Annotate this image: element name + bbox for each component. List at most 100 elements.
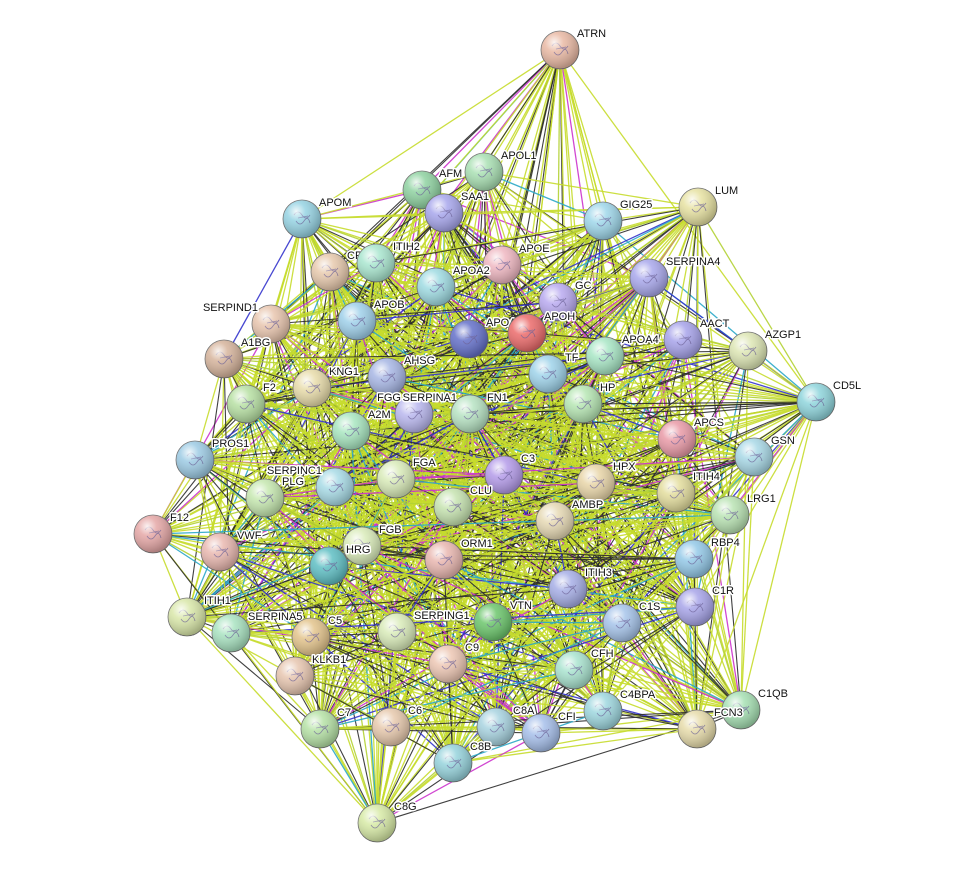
node-a2m[interactable]: A2M: [331, 408, 392, 451]
node-label: FGG: [377, 392, 401, 404]
node-itih4[interactable]: ITIH4: [656, 470, 721, 513]
node-azgp1[interactable]: AZGP1: [728, 328, 803, 371]
node-f12[interactable]: F12: [133, 511, 190, 554]
node-serpinc1[interactable]: SERPINC1: [265, 464, 355, 507]
edge-APOE-AACT: [501, 264, 684, 341]
node-gloss: [657, 474, 695, 512]
node-apol1[interactable]: APOL1: [464, 149, 538, 192]
node-c8b[interactable]: C8B: [433, 740, 493, 783]
edge-APOM-LUM: [301, 206, 699, 220]
node-vwf[interactable]: VWF: [200, 529, 263, 572]
node-label: C1QB: [758, 688, 788, 700]
node-fgb[interactable]: FGB: [342, 523, 403, 566]
edge-KLKB1-C4BPA: [294, 675, 604, 712]
edge-KLKB1-C8G: [294, 675, 378, 824]
node-clu[interactable]: CLU: [433, 484, 494, 527]
node-itih2[interactable]: ITIH2: [356, 240, 421, 283]
node-c6[interactable]: C6: [371, 704, 424, 747]
node-apom[interactable]: APOM: [282, 196, 353, 239]
node-fgg[interactable]: FGG: [376, 391, 434, 434]
node-orm1[interactable]: ORM1: [424, 537, 494, 580]
edge-TF-CD5L: [547, 373, 817, 403]
node-pros1[interactable]: PROS1: [175, 437, 251, 480]
node-c7[interactable]: C7: [300, 706, 353, 749]
node-gloss: [508, 314, 546, 352]
node-serpina5[interactable]: SERPINA5: [211, 610, 304, 653]
edge-FGB-C1QB: [361, 545, 742, 711]
edge-FGB-CFI: [361, 545, 542, 734]
node-cfi[interactable]: CFI: [521, 710, 577, 753]
edge-APOE-SERPINA4: [501, 264, 650, 279]
node-cd5l[interactable]: CD5L: [796, 379, 863, 422]
node-atrn[interactable]: ATRN: [540, 27, 608, 70]
node-gig25[interactable]: GIG25: [583, 198, 654, 241]
node-label: A1BG: [241, 337, 270, 349]
edge-AMBP-VWF: [219, 520, 556, 553]
node-klkb1[interactable]: KLKB1: [275, 653, 348, 696]
node-cfh[interactable]: CFH: [554, 647, 615, 690]
node-apoh[interactable]: APOH: [507, 310, 577, 353]
node-kng1[interactable]: KNG1: [292, 365, 360, 408]
node-ahsg[interactable]: AHSG: [367, 354, 437, 397]
node-c8g[interactable]: C8G: [357, 800, 418, 843]
node-c1r[interactable]: C1R: [675, 584, 736, 627]
node-f2[interactable]: F2: [226, 381, 277, 424]
node-gsn[interactable]: GSN: [734, 434, 796, 477]
node-itih1[interactable]: ITIH1: [167, 594, 232, 637]
node-hp[interactable]: HP: [563, 381, 617, 424]
node-c5[interactable]: C5: [291, 614, 344, 657]
node-rbp4[interactable]: RBP4: [674, 536, 741, 579]
node-label: AHSG: [404, 355, 435, 367]
node-aact[interactable]: AACT: [663, 317, 731, 360]
node-plg[interactable]: PLG: [245, 475, 306, 518]
node-serpind1[interactable]: SERPIND1: [201, 301, 291, 344]
node-a1bg[interactable]: A1BG: [204, 336, 272, 379]
node-c1qb[interactable]: C1QB: [721, 687, 789, 730]
node-apob[interactable]: APOB: [337, 298, 406, 341]
node-c8a[interactable]: C8A: [476, 704, 537, 747]
node-ambp[interactable]: AMBP: [535, 498, 605, 541]
node-itih3[interactable]: ITIH3: [548, 566, 613, 609]
node-lum[interactable]: LUM: [678, 184, 740, 227]
node-lrg1[interactable]: LRG1: [710, 492, 777, 535]
node-hpx[interactable]: HPX: [576, 460, 638, 503]
node-apcs[interactable]: APCS: [657, 416, 725, 459]
node-fn1[interactable]: FN1: [450, 391, 509, 434]
edge-SAA1-CD5L: [443, 212, 817, 403]
node-fga[interactable]: FGA: [376, 456, 438, 499]
node-apoa4[interactable]: APOA4: [585, 333, 660, 376]
edge-F12-RBP4: [152, 533, 695, 560]
edge-HRG-CFH: [328, 565, 575, 671]
edge-ITIH2-SERPIND1: [270, 262, 377, 325]
node-apoa2[interactable]: APOA2: [416, 264, 491, 307]
node-tf[interactable]: TF: [528, 351, 580, 394]
edge-C1R-CFI: [540, 606, 696, 734]
edge-FN1-PLG: [264, 413, 471, 499]
node-c9[interactable]: C9: [428, 641, 481, 684]
node-apoe[interactable]: APOE: [482, 242, 551, 285]
edge-GSN-C1QB: [740, 456, 755, 711]
node-fcn3[interactable]: FCN3: [677, 706, 744, 749]
node-serping1[interactable]: SERPING1: [377, 609, 471, 652]
node-vtn[interactable]: VTN: [473, 599, 534, 642]
edge-LUM-APOB: [356, 206, 699, 322]
node-c4bpa[interactable]: C4BPA: [583, 688, 657, 731]
edge-CFH-C7: [319, 669, 575, 730]
node-c3[interactable]: C3: [484, 452, 537, 495]
node-label: APCS: [694, 417, 724, 429]
node-c1s[interactable]: C1S: [602, 600, 662, 643]
edge-CP-C8B: [329, 271, 454, 764]
node-gc[interactable]: GC: [538, 279, 593, 322]
edge-AZGP1-VWF: [219, 350, 749, 553]
node-hrg[interactable]: HRG: [309, 543, 372, 586]
edge-VTN-C1S: [492, 621, 623, 624]
node-serpina4[interactable]: SERPINA4: [629, 255, 722, 298]
node-gloss: [722, 691, 760, 729]
node-label: A2M: [368, 409, 391, 421]
node-saa1[interactable]: SAA1: [424, 190, 491, 233]
node-cp[interactable]: CP: [310, 249, 364, 292]
edge-C1R-C4BPA: [602, 606, 696, 712]
node-label: FCN3: [714, 707, 743, 719]
edge-APOL1-LUM: [483, 171, 699, 208]
